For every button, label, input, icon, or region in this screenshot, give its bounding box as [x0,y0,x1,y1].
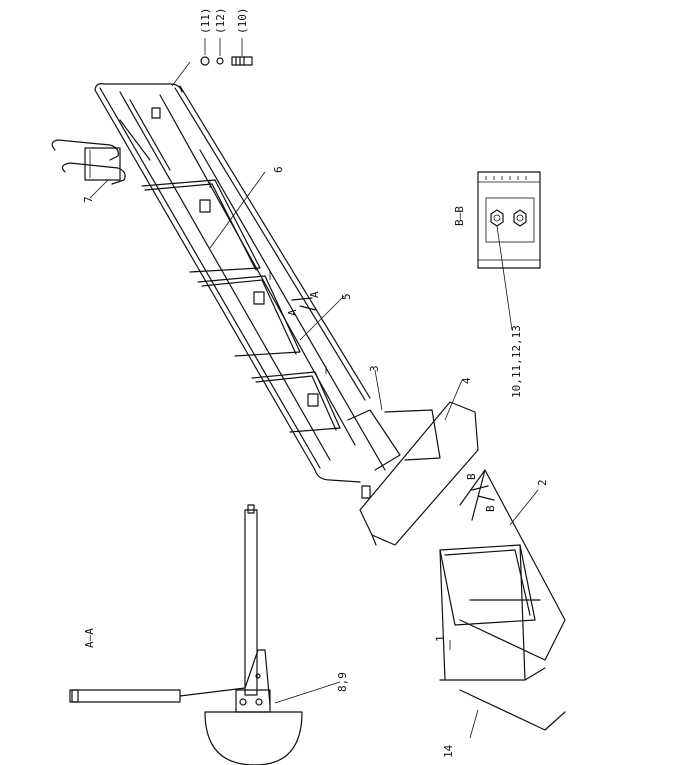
section-aa-title: A–A [83,628,96,648]
section-bb-title: B–B [453,206,466,226]
guardrail-frame [94,83,386,499]
label-p4: 4 [460,377,473,384]
label-p6: 6 [272,166,285,173]
cut-a-left: A [286,309,299,316]
part-4-box [347,401,479,546]
cut-a-right: A [308,291,321,298]
section-bb [477,171,541,269]
part-1-cage [439,544,566,731]
section-aa [69,504,303,765]
cut-b-top: B [465,473,478,480]
label-p1013: 10,11,12,13 [510,325,523,398]
cut-b-bottom: B [484,505,497,512]
label-p5: 5 [340,293,353,300]
bolt-kit [200,38,253,66]
leader-lines [89,171,539,739]
label-p2: 2 [536,479,549,486]
label-p89: 8,9 [336,672,349,692]
label-p1: 1 [434,635,447,642]
label-p7: 7 [82,196,95,203]
part-2-box [459,469,566,661]
label-p12: (12) [214,8,227,35]
label-p11: (11) [199,8,212,35]
label-p14: 14 [442,744,455,758]
label-p3: 3 [368,365,381,372]
label-p10: (10) [236,8,249,35]
hook-bracket [51,139,126,185]
